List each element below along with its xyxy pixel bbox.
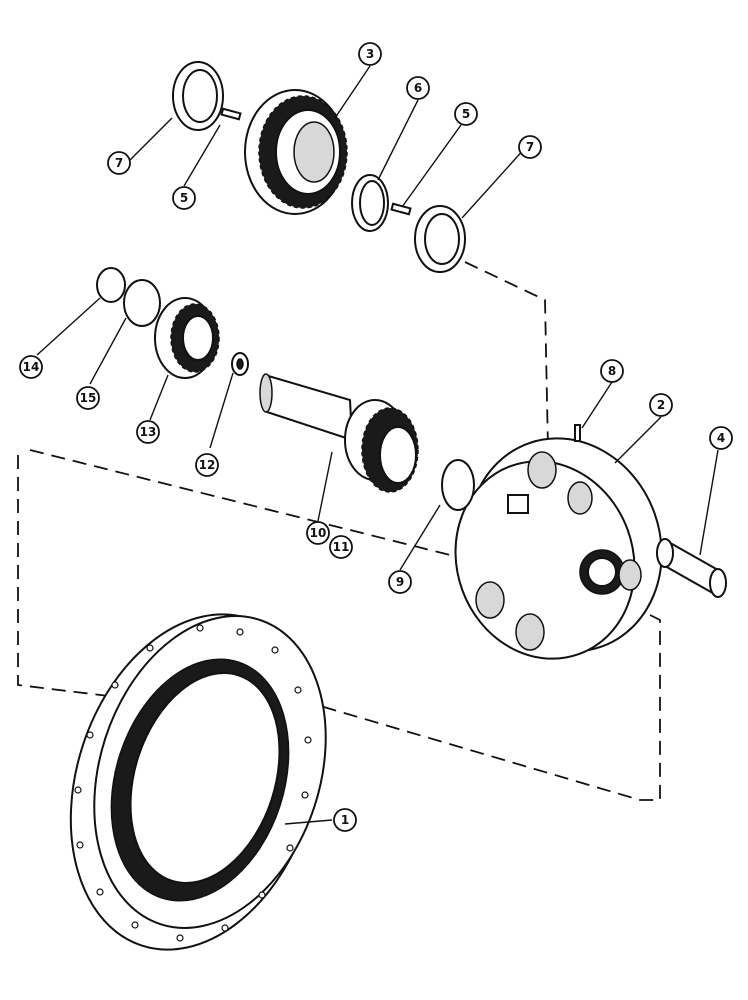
callout-2: 2 (649, 393, 673, 417)
callout-7-left-label: 7 (115, 156, 123, 170)
callout-3: 3 (358, 42, 382, 66)
spacer-ring-inner (359, 180, 385, 226)
callout-3-label: 3 (366, 47, 374, 61)
callout-10-label: 10 (310, 526, 327, 540)
retaining-ring-outer (96, 267, 126, 303)
callout-4-label: 4 (717, 431, 725, 445)
callout-9: 9 (388, 570, 412, 594)
roll-pin-right (390, 202, 412, 216)
callout-13: 13 (136, 420, 160, 444)
callout-12: 12 (195, 453, 219, 477)
callout-9-label: 9 (396, 575, 404, 589)
assembly-line-thrust-washer (464, 261, 549, 451)
ring-gear-bolt-holes (74, 624, 312, 942)
snap-ring (441, 459, 475, 511)
callout-15-label: 15 (80, 391, 97, 405)
callout-1: 1 (333, 808, 357, 832)
callout-4: 4 (709, 426, 733, 450)
callout-5-left: 5 (172, 186, 196, 210)
callout-5-right-label: 5 (462, 107, 470, 121)
retaining-ring-inner (123, 279, 161, 327)
bearing-inner (236, 358, 244, 370)
callout-5-left-label: 5 (180, 191, 188, 205)
callout-1-label: 1 (341, 813, 349, 827)
callout-15: 15 (76, 386, 100, 410)
callout-14-label: 14 (23, 360, 40, 374)
input-shaft (259, 373, 419, 493)
callout-8: 8 (600, 359, 624, 383)
dowel-pin (574, 424, 581, 442)
callout-7-right: 7 (518, 135, 542, 159)
callout-11: 11 (329, 535, 353, 559)
thrust-washer-right-inner (424, 213, 460, 265)
planet-carrier (454, 437, 663, 660)
planet-gear (244, 89, 348, 215)
callout-11-label: 11 (333, 540, 350, 554)
callout-6-label: 6 (414, 81, 422, 95)
sun-gear (154, 297, 220, 379)
thrust-washer-left-inner (182, 69, 218, 123)
callout-12-label: 12 (199, 458, 216, 472)
leader-lines (36, 65, 719, 825)
callout-5-right: 5 (454, 102, 478, 126)
callout-8-label: 8 (608, 364, 616, 378)
callout-10: 10 (306, 521, 330, 545)
roll-pin-left (220, 107, 242, 121)
callout-6: 6 (406, 76, 430, 100)
shaft-pin (656, 538, 727, 598)
callout-2-label: 2 (657, 398, 665, 412)
callout-14: 14 (19, 355, 43, 379)
callout-7-left: 7 (107, 151, 131, 175)
callout-7-right-label: 7 (526, 140, 534, 154)
callout-13-label: 13 (140, 425, 157, 439)
ring-gear (69, 613, 327, 951)
